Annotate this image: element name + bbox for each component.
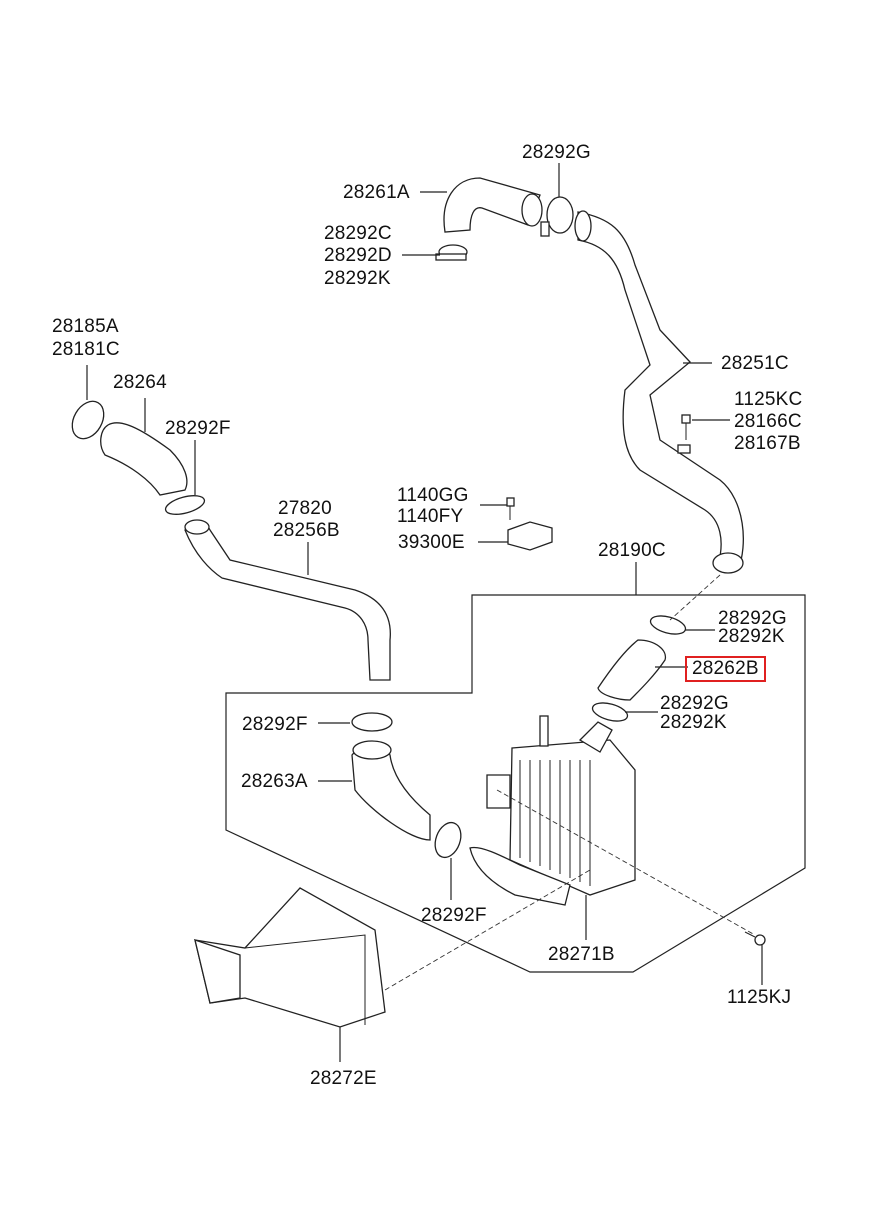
label-28292F[interactable]: 28292F (242, 714, 308, 735)
label-1140FY[interactable]: 1140FY (397, 506, 464, 527)
label-28292D[interactable]: 28292D (324, 245, 392, 266)
clamp-28292G-top (540, 196, 574, 237)
label-28185A[interactable]: 28185A (52, 316, 119, 337)
leader-lines (86, 163, 763, 1062)
clamp-28292G-mid1 (649, 615, 687, 635)
label-28292K[interactable]: 28292K (660, 712, 727, 733)
label-28262B-highlighted[interactable]: 28262B (685, 656, 766, 682)
intercooler-28271B (469, 715, 636, 906)
duct-28272E (194, 887, 386, 1028)
label-28292F[interactable]: 28292F (165, 418, 231, 439)
clamp-28292F-mid (351, 712, 393, 732)
hose-28264 (100, 422, 188, 496)
assembly-frame (225, 594, 806, 973)
label-28251C[interactable]: 28251C (721, 353, 789, 374)
label-1140GG[interactable]: 1140GG (397, 485, 469, 506)
label-27820[interactable]: 27820 (278, 498, 332, 519)
label-28167B[interactable]: 28167B (734, 433, 801, 454)
label-28181C[interactable]: 28181C (52, 339, 120, 360)
label-28166C[interactable]: 28166C (734, 411, 802, 432)
label-28261A[interactable]: 28261A (343, 182, 410, 203)
guide-line (669, 574, 721, 621)
label-1125KC[interactable]: 1125KC (734, 389, 803, 410)
label-28292G[interactable]: 28292G (522, 142, 591, 163)
label-39300E[interactable]: 39300E (398, 532, 465, 553)
hose-28251C (574, 210, 744, 574)
label-28271B[interactable]: 28271B (548, 944, 615, 965)
clamp-28185A (71, 400, 105, 440)
hose-28256B (184, 519, 391, 681)
bolt-1125KJ (744, 931, 766, 946)
clamp-28292C (435, 244, 468, 261)
label-28292G[interactable]: 28292G (660, 693, 729, 714)
bolt-1125KC (677, 414, 691, 454)
label-28190C[interactable]: 28190C (598, 540, 666, 561)
hose-28262B (597, 639, 667, 701)
label-1125KJ[interactable]: 1125KJ (727, 987, 792, 1008)
guide-line (496, 789, 756, 936)
clamp-28292F-left (164, 495, 206, 515)
hose-28261A (443, 177, 543, 233)
sensor-39300E (506, 497, 553, 551)
label-28292K[interactable]: 28292K (324, 268, 391, 289)
clamp-28292F-bottom (434, 821, 462, 859)
label-28292K[interactable]: 28292K (718, 626, 785, 647)
label-28263A[interactable]: 28263A (241, 771, 308, 792)
label-28292G[interactable]: 28292G (718, 608, 787, 629)
clamp-28292G-mid2 (591, 702, 629, 722)
hose-28263A (351, 740, 431, 841)
label-28292C[interactable]: 28292C (324, 223, 392, 244)
label-28264[interactable]: 28264 (113, 372, 167, 393)
label-28292F[interactable]: 28292F (421, 905, 487, 926)
label-28272E[interactable]: 28272E (310, 1068, 377, 1089)
label-28256B[interactable]: 28256B (273, 520, 340, 541)
